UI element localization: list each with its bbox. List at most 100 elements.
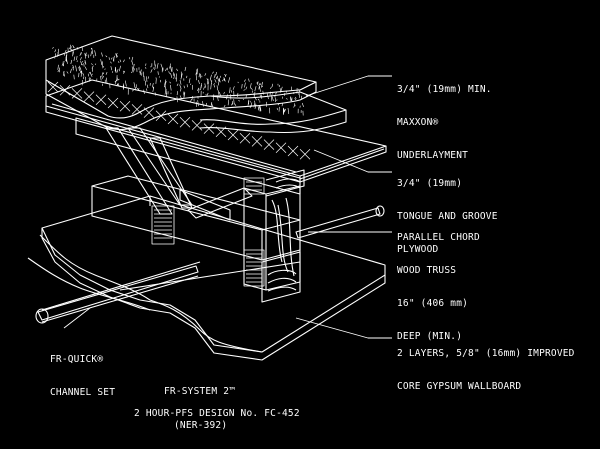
gypsum-line-1: 2 LAYERS, 5/8" (16mm) IMPROVED — [397, 348, 575, 359]
underlayment-speckle — [156, 63, 159, 69]
underlayment-speckle — [73, 74, 75, 80]
underlayment-speckle — [271, 83, 273, 88]
underlayment-hatch-line — [263, 139, 275, 150]
underlayment-speckle — [204, 83, 206, 88]
underlayment-speckle — [270, 86, 272, 90]
underlayment-speckle — [100, 75, 102, 81]
underlayment-speckle — [257, 81, 259, 85]
underlayment-speckle — [132, 63, 135, 70]
plywood-line-3: PLYWOOD — [397, 244, 439, 255]
underlayment-speckle — [261, 81, 263, 88]
underlayment-speckle — [131, 61, 134, 66]
channel-line-2: CHANNEL SET — [50, 387, 116, 398]
underlayment-speckle — [283, 108, 285, 111]
underlayment-speckle — [146, 84, 149, 89]
underlayment-speckle — [190, 83, 192, 86]
underlayment-speckle — [54, 49, 57, 53]
underlayment-speckle — [225, 94, 228, 100]
underlayment-speckle — [133, 68, 135, 72]
underlayment-speckle — [259, 83, 262, 86]
underlayment-speckle — [115, 53, 117, 58]
underlayment-speckle — [84, 66, 87, 71]
underlayment-speckle — [89, 71, 92, 76]
underlayment-hatch-line — [215, 126, 227, 138]
underlayment-speckle — [179, 80, 182, 85]
underlayment-hatch-line — [119, 100, 131, 112]
fr-quick-channel — [35, 261, 201, 324]
underlayment-speckle — [123, 70, 126, 74]
underlayment-speckle — [70, 68, 72, 74]
underlayment-speckle — [214, 79, 217, 83]
underlayment-speckle — [285, 90, 288, 93]
underlayment-speckle — [281, 102, 284, 107]
underlayment-speckle — [223, 104, 226, 108]
underlayment-speckle — [108, 57, 110, 60]
underlayment-speckle — [65, 55, 67, 62]
underlayment-speckle — [82, 72, 85, 76]
underlayment-hatch-line — [155, 110, 167, 122]
underlayment-speckle — [91, 75, 93, 77]
underlayment-speckle — [176, 68, 178, 72]
underlayment-speckle — [204, 73, 207, 76]
underlayment-speckle — [130, 71, 133, 73]
underlayment-hatch-line — [191, 120, 203, 131]
underlayment-speckle — [133, 82, 136, 88]
underlayment-speckle — [164, 79, 167, 85]
underlayment-speckle — [207, 79, 209, 85]
underlayment-speckle — [180, 88, 182, 92]
plywood-line-1: 3/4" (19mm) — [397, 178, 463, 189]
underlayment-speckle — [106, 77, 108, 84]
underlayment-speckle — [56, 53, 59, 57]
underlayment-speckle — [78, 66, 80, 71]
underlayment-speckle — [249, 100, 251, 103]
channel-callout: FR-QUICK® CHANNEL SET — [50, 332, 115, 409]
underlayment-speckle — [76, 55, 78, 61]
underlayment-speckle — [200, 73, 202, 79]
underlayment-speckle — [255, 97, 257, 101]
underlayment-speckle — [81, 63, 83, 66]
underlayment-speckle — [101, 72, 103, 78]
underlayment-speckle — [197, 100, 199, 107]
underlayment-speckle — [250, 102, 253, 108]
underlayment-speckle — [102, 75, 104, 79]
underlayment-speckle — [104, 68, 106, 70]
truss-line-2: WOOD TRUSS — [397, 265, 457, 276]
underlayment-speckle — [169, 63, 171, 69]
underlayment-speckle — [184, 66, 187, 71]
underlayment-speckle — [84, 59, 87, 65]
underlayment-speckle — [217, 96, 219, 102]
underlayment-speckle — [197, 87, 200, 92]
truss-line-1: PARALLEL CHORD — [397, 232, 480, 243]
underlayment-speckle — [245, 86, 248, 90]
truss-callout: PARALLEL CHORD WOOD TRUSS 16" (406 mm) D… — [397, 210, 480, 353]
underlayment-speckle — [210, 83, 212, 90]
underlayment-speckle — [211, 102, 213, 107]
underlayment-hatch-line — [251, 136, 263, 147]
underlayment-speckle — [123, 70, 125, 73]
underlayment-hatch-line — [107, 97, 119, 109]
underlayment-texture — [52, 44, 304, 116]
underlayment-speckle — [198, 73, 200, 78]
underlayment-speckle — [284, 92, 286, 96]
underlayment-speckle — [259, 85, 261, 92]
underlayment-speckle — [232, 86, 235, 90]
underlayment-speckle — [286, 98, 288, 100]
resilient-channel-right — [295, 205, 385, 239]
underlayment-speckle — [294, 98, 297, 101]
underlayment-speckle — [83, 63, 85, 67]
underlayment-speckle — [183, 85, 185, 89]
underlayment-speckle — [176, 91, 178, 96]
underlayment-speckle — [188, 78, 191, 84]
underlayment-hatch-line — [179, 116, 191, 128]
underlayment-speckle — [82, 76, 85, 80]
underlayment-hatch-line — [47, 81, 59, 93]
callout-leader-lines — [63, 75, 392, 339]
underlayment-speckle — [81, 61, 84, 63]
underlayment-speckle — [73, 56, 76, 61]
underlayment-speckle — [116, 69, 119, 73]
underlayment-speckle — [84, 52, 86, 59]
underlayment-speckle — [137, 88, 140, 91]
underlayment-speckle — [105, 71, 108, 75]
truss-connector-plates — [151, 177, 265, 287]
underlayment-speckle — [216, 85, 219, 91]
